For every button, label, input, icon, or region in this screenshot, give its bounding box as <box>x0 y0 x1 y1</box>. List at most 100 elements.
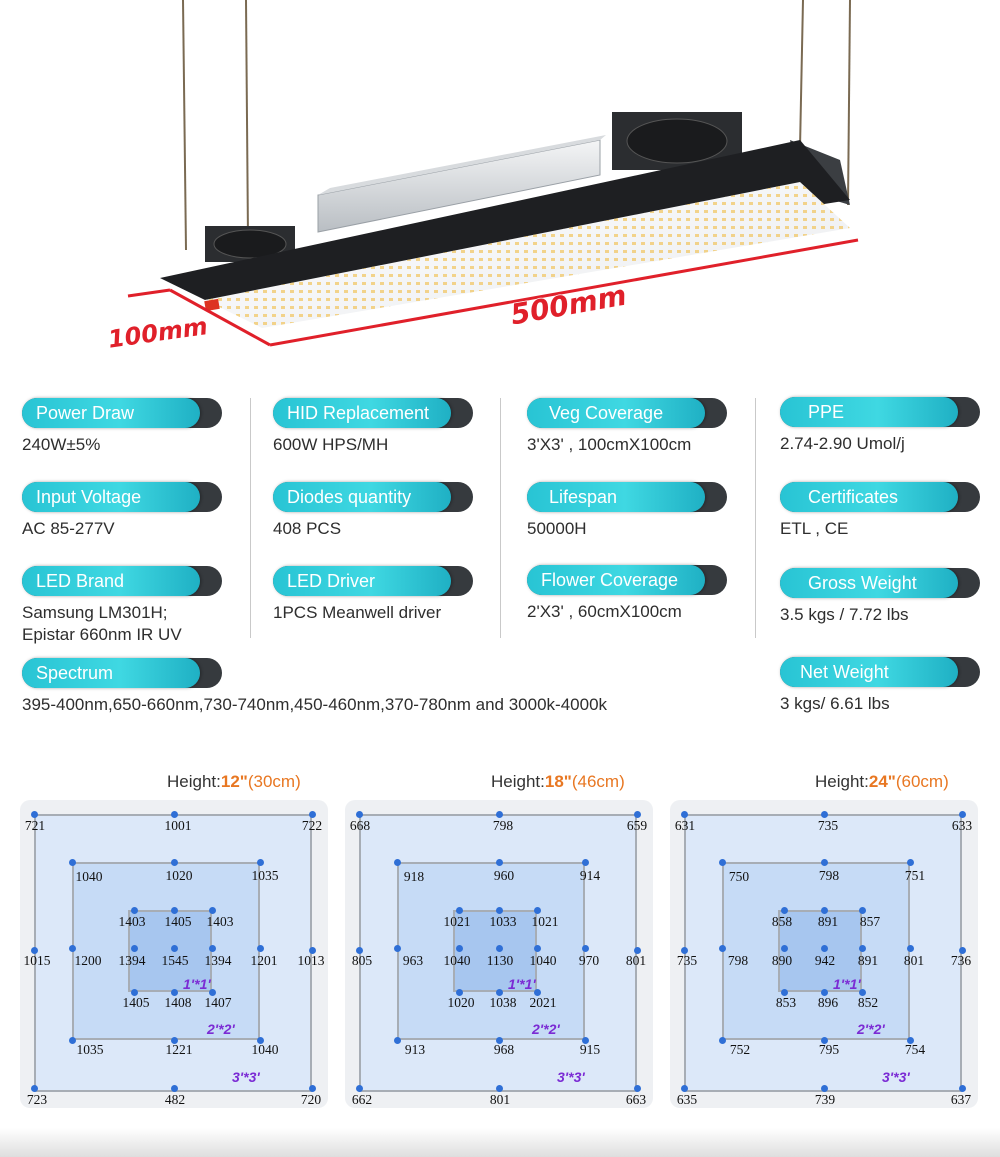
spec-label: Flower Coverage <box>541 570 679 590</box>
measurement-point <box>208 906 216 914</box>
ppfd-value-outer: 631 <box>674 818 696 833</box>
spec-value: 408 PCS <box>273 519 342 538</box>
measurement-point <box>495 858 503 866</box>
ppfd-value-outer: 633 <box>951 818 973 833</box>
spec-power-draw: Power Draw 240W±5% <box>22 398 222 455</box>
spec-led-driver: LED Driver 1PCS Meanwell driver <box>273 566 473 623</box>
measurement-point <box>581 944 589 952</box>
spec-value: 240W±5% <box>22 435 101 454</box>
measurement-point <box>30 810 38 818</box>
measurement-point <box>256 944 264 952</box>
spec-label: Input Voltage <box>36 487 142 507</box>
ppfd-value-outer: 798 <box>492 818 514 833</box>
measurement-point <box>820 906 828 914</box>
ppfd-value-inner: 857 <box>859 914 881 929</box>
measurement-point <box>393 858 401 866</box>
ppfd-value-inner: 1033 <box>489 914 517 929</box>
measurement-point <box>633 810 641 818</box>
measurement-point <box>170 906 178 914</box>
ppfd-value-mid: 915 <box>579 1042 601 1057</box>
ppfd-value-mid: 914 <box>579 868 601 883</box>
spec-value: 600W HPS/MH <box>273 435 389 454</box>
ppfd-value-mid: 913 <box>404 1042 426 1057</box>
column-divider <box>755 398 756 638</box>
ppfd-value-outer: 801 <box>489 1092 511 1107</box>
driver-box <box>317 135 606 233</box>
ppfd-value-outer: 735 <box>817 818 839 833</box>
ppfd-value-inner: 1405 <box>122 995 150 1010</box>
ppfd-value-inner: 942 <box>814 953 836 968</box>
measurement-point <box>170 858 178 866</box>
spec-label: LED Driver <box>287 571 376 591</box>
measurement-point <box>858 988 866 996</box>
measurement-point <box>393 1036 401 1044</box>
spec-value: 395-400nm,650-660nm,730-740nm,450-460nm,… <box>22 695 608 714</box>
measurement-point <box>820 858 828 866</box>
ppfd-value-mid: 754 <box>904 1042 926 1057</box>
zone-size-label: 2'*2' <box>857 1021 885 1037</box>
measurement-point <box>256 858 264 866</box>
measurement-point <box>256 1036 264 1044</box>
ppfd-value-mid: 1020 <box>165 868 193 883</box>
ppfd-value-outer: 723 <box>26 1092 48 1107</box>
ppfd-value-outer: 1015 <box>23 953 51 968</box>
measurement-point <box>170 1036 178 1044</box>
measurement-point <box>820 944 828 952</box>
ppfd-value-mid: 752 <box>729 1042 751 1057</box>
height-title: Height:18"(46cm) <box>491 772 625 791</box>
ppfd-value-mid: 798 <box>818 868 840 883</box>
measurement-point <box>495 906 503 914</box>
ppfd-value-outer: 663 <box>625 1092 647 1107</box>
spec-value: Samsung LM301H; <box>22 603 168 622</box>
spec-value: 3.5 kgs / 7.72 lbs <box>780 605 909 624</box>
spec-label: HID Replacement <box>287 403 430 423</box>
ppfd-value-inner: 891 <box>817 914 839 929</box>
measurement-point <box>455 988 463 996</box>
spec-input-voltage: Input Voltage AC 85-277V <box>22 482 222 539</box>
measurement-point <box>680 810 688 818</box>
ppfd-value-inner: 1394 <box>204 953 232 968</box>
ppfd-value-outer: 662 <box>351 1092 373 1107</box>
ppfd-value-outer: 722 <box>301 818 323 833</box>
ppfd-value-mid: 750 <box>728 869 750 884</box>
measurement-point <box>355 1084 363 1092</box>
ppfd-value-inner: 1020 <box>447 995 475 1010</box>
spec-veg-coverage: Veg Coverage 3'X3' , 100cmX100cm <box>527 398 727 455</box>
ppfd-value-inner: 1545 <box>161 953 189 968</box>
measurement-point <box>308 946 316 954</box>
spec-lifespan: Lifespan 50000H <box>527 482 727 539</box>
ppfd-value-mid: 1040 <box>251 1042 279 1057</box>
spec-label: Spectrum <box>36 663 114 683</box>
measurement-point <box>906 944 914 952</box>
ppfd-value-inner: 896 <box>817 995 839 1010</box>
ppfd-value-inner: 890 <box>771 953 793 968</box>
measurement-point <box>355 810 363 818</box>
fixture-frame <box>160 140 850 300</box>
spec-ppe: PPE 2.74-2.90 Umol/j <box>780 397 980 454</box>
measurement-point <box>455 906 463 914</box>
measurement-point <box>355 946 363 954</box>
ppfd-value-inner: 853 <box>775 995 797 1010</box>
measurement-point <box>68 1036 76 1044</box>
measurement-point <box>820 1084 828 1092</box>
measurement-point <box>958 1084 966 1092</box>
zone-size-label: 1'*1' <box>508 976 536 992</box>
measurement-point <box>780 944 788 952</box>
zone-size-label: 1'*1' <box>833 976 861 992</box>
zone-size-label: 2'*2' <box>532 1021 560 1037</box>
ppfd-value-mid: 1035 <box>76 1042 104 1057</box>
ppfd-value-inner: 1405 <box>164 914 192 929</box>
ppfd-value-mid: 970 <box>578 953 600 968</box>
ppfd-value-mid: 1221 <box>165 1042 193 1057</box>
spec-spectrum: Spectrum 395-400nm,650-660nm,730-740nm,4… <box>22 658 607 715</box>
measurement-point <box>208 944 216 952</box>
measurement-point <box>581 858 589 866</box>
measurement-point <box>30 946 38 954</box>
measurement-point <box>495 988 503 996</box>
ppfd-value-inner: 1403 <box>118 914 146 929</box>
ppfd-value-inner: 858 <box>771 914 793 929</box>
ppfd-value-mid: 918 <box>403 869 425 884</box>
ppfd-value-outer: 659 <box>626 818 648 833</box>
measurement-point <box>308 1084 316 1092</box>
